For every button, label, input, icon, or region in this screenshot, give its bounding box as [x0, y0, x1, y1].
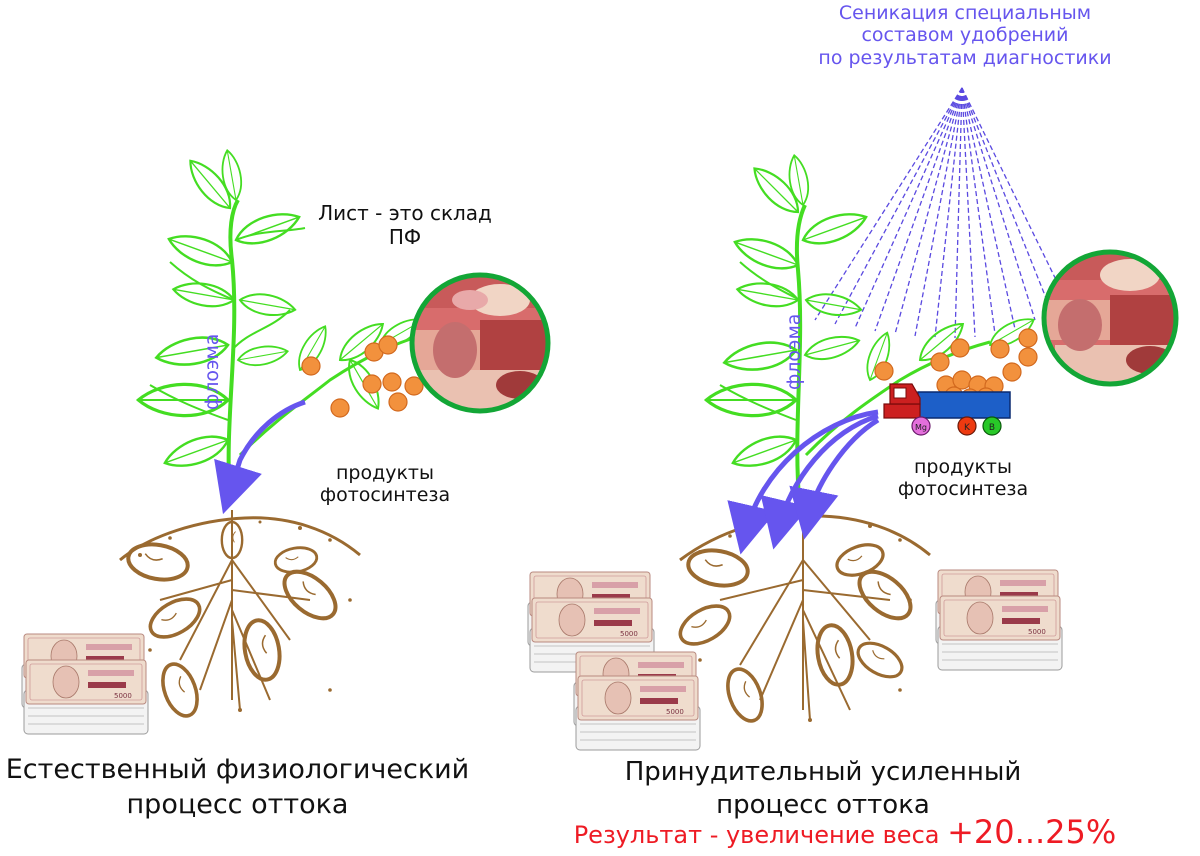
left-plant [136, 147, 429, 501]
left-fruits [301, 335, 424, 418]
right-caption-line1: Принудительный усиленный [624, 757, 1022, 787]
result-caption: Результат - увеличение веса +20...25% [520, 813, 1170, 852]
spray-caption-line2: составом удобрений [861, 24, 1069, 47]
left-caption-line1: Естественный физиологический [5, 754, 470, 785]
left-phloem-arrow [214, 399, 306, 515]
left-stem-label: флоэма [201, 334, 223, 410]
left-caption-line2: процесс оттока [126, 789, 349, 821]
wheel-label-b: B [989, 423, 995, 433]
spray-caption-line3: по результатам диагностики [818, 46, 1112, 69]
right-soil [672, 510, 931, 728]
right-products-line1: продукты [913, 456, 1013, 478]
left-products-line1: продукты [335, 462, 435, 484]
right-roots [719, 510, 891, 721]
right-cash-bundles [528, 570, 1062, 750]
left-products-line2: фотосинтеза [319, 484, 451, 507]
left-products-label: продукты фотосинтеза [300, 462, 470, 507]
left-cash-bundle [22, 634, 148, 734]
leaf-caption: Лист - это склад ПФ [300, 201, 510, 249]
result-value: +20...25% [947, 813, 1117, 851]
right-phloem-arrows [727, 409, 880, 555]
right-products-line2: фотосинтеза [897, 478, 1029, 501]
spray-cone [814, 87, 1063, 339]
right-stem-label: флоэма [783, 314, 805, 390]
left-panel-caption: Естественный физиологический процесс отт… [0, 752, 475, 822]
right-panel-caption: Принудительный усиленный процесс оттока [598, 756, 1048, 821]
right-caption-line2: процесс оттока [716, 789, 930, 820]
right-products-label: продукты фотосинтеза [878, 456, 1048, 501]
leaf-caption-line2: ПФ [388, 224, 422, 249]
left-roots [159, 510, 311, 711]
right-money-circle [1041, 249, 1179, 387]
wheel-label-k: K [964, 423, 971, 433]
left-main-stem [226, 198, 240, 501]
spray-caption: Сеникация специальным составом удобрений… [770, 2, 1160, 69]
truck-icon: Mg K B [883, 383, 1011, 436]
wheel-label-mg: Mg [915, 423, 927, 432]
left-money-circle [409, 272, 551, 414]
result-prefix: Результат - увеличение веса [573, 821, 948, 849]
spray-caption-line1: Сеникация специальным [838, 2, 1092, 24]
left-soil [119, 510, 361, 723]
leaf-caption-line1: Лист - это склад [318, 201, 492, 225]
